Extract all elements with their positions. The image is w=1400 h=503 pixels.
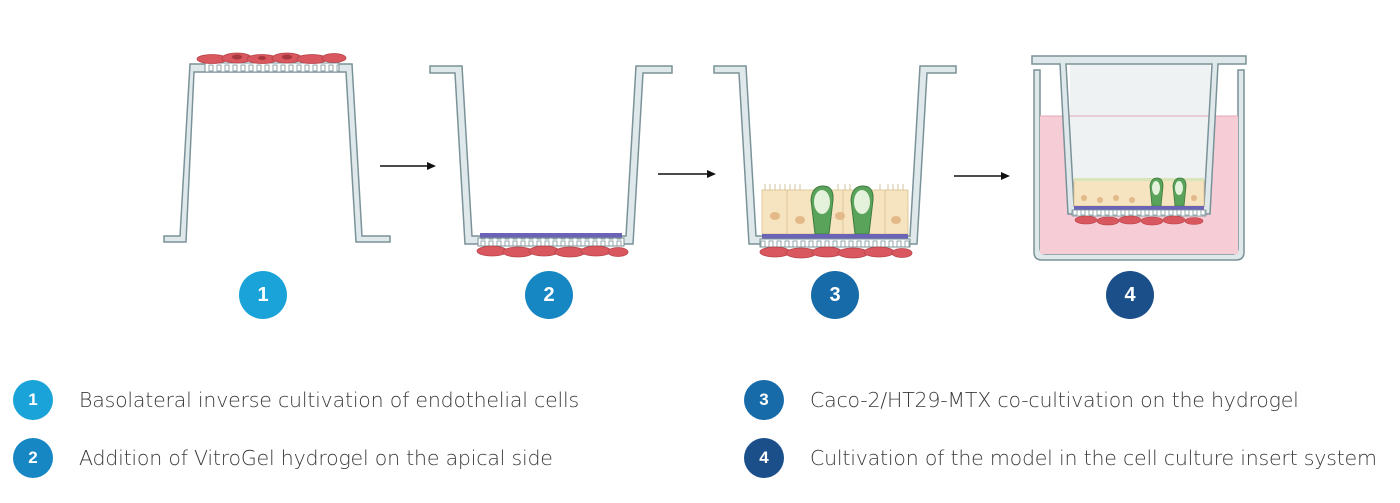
porous-membrane <box>1071 209 1207 217</box>
endothelial-cell-layer <box>196 52 347 64</box>
insert-wall <box>163 63 391 243</box>
step-4-badge: 4 <box>1106 271 1154 319</box>
legend-text-2: Addition of VitroGel hydrogel on the api… <box>79 446 553 470</box>
legend-item-4: 4 Cultivation of the model in the cell c… <box>744 438 1377 478</box>
stage-4-insert-well-system <box>1031 55 1247 261</box>
enterocyte-nuclei <box>770 212 901 224</box>
co-culture-workflow-diagram <box>163 52 1247 261</box>
endothelial-cell-layer <box>1074 215 1204 226</box>
porous-membrane <box>759 238 911 248</box>
endothelial-cell-layer <box>476 245 629 258</box>
arrow-1-to-2 <box>380 162 436 170</box>
endothelial-cell-layer <box>759 246 913 259</box>
legend-badge-2: 2 <box>13 438 53 478</box>
step-1-badge: 1 <box>239 271 287 319</box>
epithelial-monolayer <box>761 189 909 235</box>
goblet-cells <box>1149 177 1187 207</box>
stage-2-hydrogel-insert <box>429 65 673 258</box>
hydrogel-layer <box>1074 206 1204 210</box>
hydrogel-layer <box>480 233 622 238</box>
step-3-badge: 3 <box>811 271 859 319</box>
goblet-cells <box>810 185 874 235</box>
porous-membrane <box>204 62 340 73</box>
step-2-badge: 2 <box>525 271 573 319</box>
porous-membrane <box>477 237 625 247</box>
legend-badge-3: 3 <box>744 380 784 420</box>
legend-text-4: Cultivation of the model in the cell cul… <box>810 446 1377 470</box>
insert-wall <box>713 65 957 245</box>
legend-item-1: 1 Basolateral inverse cultivation of end… <box>13 380 579 420</box>
stage-1-inverted-insert <box>163 52 391 243</box>
arrow-3-to-4 <box>954 172 1010 180</box>
legend-text-1: Basolateral inverse cultivation of endot… <box>79 388 579 412</box>
stage-3-co-culture-insert <box>713 65 957 259</box>
legend-badge-1: 1 <box>13 380 53 420</box>
arrow-2-to-3 <box>658 170 716 178</box>
hydrogel-layer <box>762 234 908 239</box>
insert-wall <box>429 65 673 245</box>
legend-badge-4: 4 <box>744 438 784 478</box>
legend-item-3: 3 Caco-2/HT29-MTX co-cultivation on the … <box>744 380 1299 420</box>
legend-item-2: 2 Addition of VitroGel hydrogel on the a… <box>13 438 553 478</box>
microvilli <box>764 184 904 190</box>
legend-text-3: Caco-2/HT29-MTX co-cultivation on the hy… <box>810 388 1299 412</box>
